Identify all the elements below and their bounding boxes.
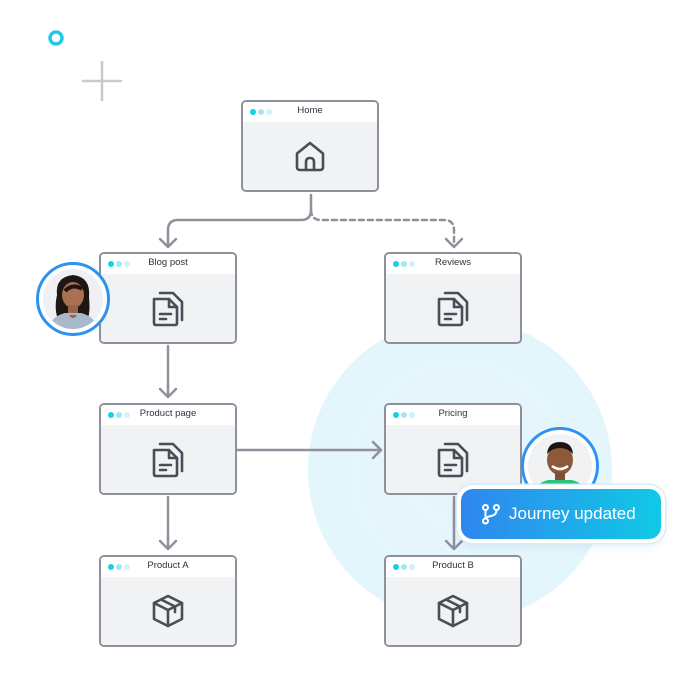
node-product-page[interactable]: Product page [99, 403, 237, 495]
window-dots [108, 564, 130, 570]
connector-home-blog [166, 193, 313, 248]
node-title: Home [297, 105, 323, 116]
window-bar: Product A [101, 557, 235, 577]
window-bar: Pricing [386, 405, 520, 425]
window-dots [393, 261, 415, 267]
node-body [386, 577, 520, 645]
window-dots [393, 564, 415, 570]
node-body [243, 122, 377, 190]
node-home[interactable]: Home [241, 100, 379, 192]
document-icon [437, 442, 469, 478]
node-body [386, 274, 520, 342]
document-icon [152, 291, 184, 327]
badge-label: Journey updated [509, 504, 636, 523]
node-title: Blog post [148, 257, 188, 268]
window-bar: Home [243, 102, 377, 122]
node-blog-post[interactable]: Blog post [99, 252, 237, 344]
arrowhead-reviews [444, 237, 464, 249]
window-dots [108, 412, 130, 418]
arrowhead-product-a [158, 539, 178, 551]
package-icon [437, 594, 469, 628]
document-icon [152, 442, 184, 478]
node-body [101, 274, 235, 342]
node-title: Product A [147, 560, 189, 571]
arrowhead-blog [158, 237, 178, 249]
window-bar: Reviews [386, 254, 520, 274]
branch-icon [482, 504, 500, 525]
node-title: Product B [432, 560, 474, 571]
journey-updated-badge[interactable]: Journey updated [461, 489, 661, 539]
arrowhead-product-b [444, 539, 464, 551]
node-reviews[interactable]: Reviews [384, 252, 522, 344]
decorative-ring [48, 30, 64, 46]
arrowhead-pricing [371, 440, 383, 460]
node-body [101, 425, 235, 493]
avatar-portrait [527, 433, 593, 499]
node-pricing[interactable]: Pricing [384, 403, 522, 495]
home-icon [295, 141, 325, 172]
connector-home-reviews [309, 208, 456, 248]
window-dots [393, 412, 415, 418]
node-product-b[interactable]: Product B [384, 555, 522, 647]
node-product-a[interactable]: Product A [99, 555, 237, 647]
window-bar: Product page [101, 405, 235, 425]
decorative-plus [81, 60, 123, 102]
arrowhead-product-page [158, 387, 178, 399]
window-bar: Blog post [101, 254, 235, 274]
node-title: Product page [139, 408, 197, 419]
window-dots [250, 109, 272, 115]
window-dots [108, 261, 130, 267]
package-icon [152, 594, 184, 628]
avatar-portrait [42, 268, 104, 330]
node-title: Pricing [438, 408, 468, 419]
user-avatar-woman [36, 262, 110, 336]
node-title: Reviews [435, 257, 471, 268]
window-bar: Product B [386, 557, 520, 577]
document-icon [437, 291, 469, 327]
node-body [101, 577, 235, 645]
node-body [386, 425, 520, 493]
